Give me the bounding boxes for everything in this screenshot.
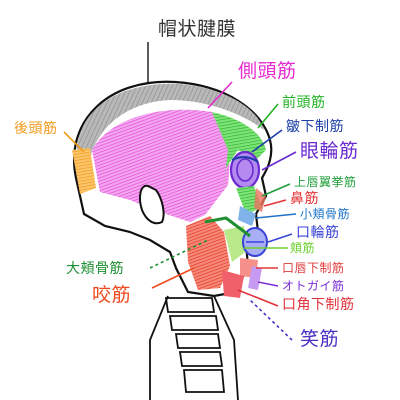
- label-temporalis: 側頭筋: [238, 60, 297, 82]
- label-levator-labii: 上唇翼挙筋: [294, 175, 357, 189]
- label-risorius: 笑筋: [300, 328, 340, 350]
- label-zygomatic-minor: 小頬骨筋: [300, 207, 351, 221]
- cervical-spine-icon: [149, 295, 239, 400]
- label-depressor-labii: 口唇下制筋: [282, 261, 345, 275]
- buccinator-region: [224, 226, 248, 262]
- label-orbicularis-oculi: 眼輪筋: [300, 140, 359, 162]
- label-galea-aponeurotica: 帽状腱膜: [158, 18, 237, 40]
- frontalis-muscle-region: [212, 112, 266, 200]
- label-depressor-anguli: 口角下制筋: [282, 297, 355, 313]
- label-occipitalis: 後頭筋: [14, 121, 58, 137]
- galea-aponeurotica-region: [76, 83, 265, 170]
- occipitalis-muscle-region: [72, 148, 96, 194]
- label-zygomatic-major: 大頬骨筋: [66, 261, 124, 277]
- label-frontalis: 前頭筋: [282, 95, 326, 111]
- nasalis-region: [254, 188, 266, 212]
- label-nasalis: 鼻筋: [290, 191, 319, 207]
- orbicularis-oculi-region: [229, 150, 261, 190]
- zygomatic-major-region: [204, 216, 251, 238]
- label-masseter: 咬筋: [92, 284, 132, 306]
- temporalis-muscle-region: [92, 109, 230, 222]
- label-mentalis: オトガイ筋: [282, 279, 345, 293]
- label-corrugator: 皺下制筋: [286, 119, 344, 135]
- masseter-muscle-region: [186, 216, 230, 290]
- zygomatic-minor-region: [238, 206, 256, 226]
- label-orbicularis-oris: 口輪筋: [296, 225, 340, 241]
- leader-lines: [63, 42, 297, 341]
- label-buccinator: 頬筋: [290, 241, 316, 255]
- ear-icon: [139, 184, 165, 225]
- mentalis-region: [248, 266, 262, 290]
